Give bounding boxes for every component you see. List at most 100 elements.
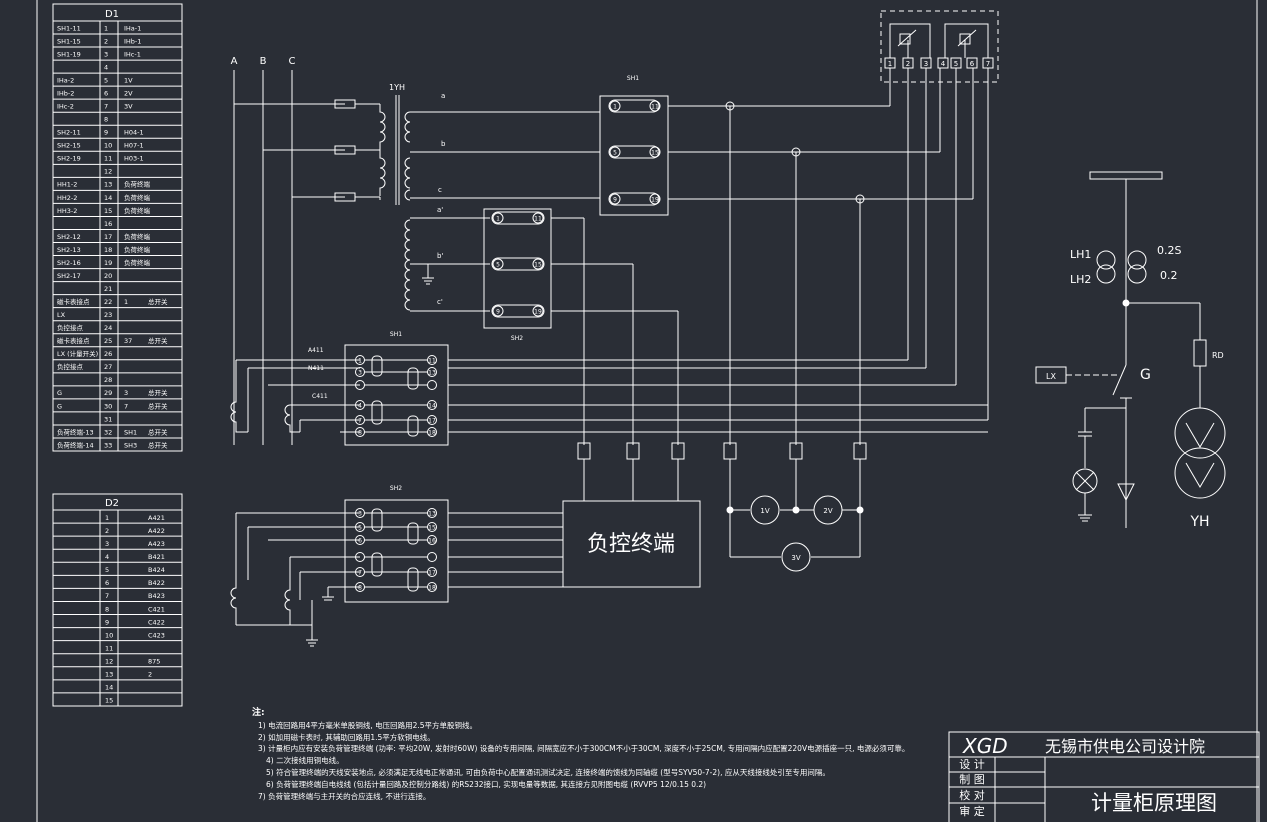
d2-table: [52, 493, 183, 707]
d1-cell-left: 负荷终端-14: [57, 440, 94, 449]
meter-pin-number: 1: [888, 60, 892, 68]
drawing-frame: [36, 0, 1258, 822]
phase-b-label: b: [441, 140, 446, 148]
d2-cell-num: 9: [105, 618, 109, 626]
d1-cell-left: SH1-19: [57, 50, 81, 58]
d1-cell-left: LX: [57, 311, 66, 319]
sh2-test-block: [483, 208, 679, 445]
d2-cell-num: 5: [105, 566, 109, 574]
meter-pin-number: 7: [986, 60, 990, 68]
d2-cell-value: A422: [148, 527, 165, 535]
d1-cell-left: SH2-11: [57, 129, 81, 137]
d1-cell-left: SH2-17: [57, 272, 81, 280]
note-line: 6) 负荷管理终端自电线线 (包括计量回路及控制分路线) 的RS232接口, 实…: [266, 779, 707, 789]
d2-cell-value: B424: [148, 566, 165, 574]
d1-cell-num: 20: [104, 272, 112, 280]
d1-cell-right: 3: [124, 389, 128, 397]
d1-cell-num: 15: [104, 207, 112, 215]
test-block-pin: 15: [651, 150, 659, 157]
d2-cell-num: 10: [105, 631, 113, 639]
d1-cell-num: 19: [104, 259, 112, 267]
note-line: 1) 电流回路用4平方毫米单股铜线, 电压回路用2.5平方单股铜线。: [258, 720, 478, 730]
sh1-test-block: [599, 95, 973, 216]
d1-cell-num: 26: [104, 350, 112, 358]
accuracy-1-label: 0.2S: [1157, 244, 1181, 257]
note-line: 2) 如加用磁卡表时, 其辅助回路用1.5平方软铜电线。: [258, 732, 435, 742]
d1-cell-num: 25: [104, 337, 112, 345]
bus-b-label: B: [260, 56, 267, 67]
title-block-role: 审 定: [959, 804, 985, 818]
test-block-pin: 5: [496, 262, 500, 269]
d1-cell-right: 7: [124, 402, 128, 410]
d2-title: D2: [105, 498, 119, 509]
d1-cell-left: SH2-19: [57, 155, 81, 163]
d1-cell-right: 负荷终端: [124, 206, 151, 215]
d1-cell-left: 磁卡表接点: [57, 336, 90, 345]
d1-cell-num: 32: [104, 428, 112, 436]
d2-cell-num: 3: [105, 540, 109, 548]
voltmeter-2-label: 2V: [823, 507, 832, 515]
d1-cell-extra: 总开关: [148, 401, 168, 410]
a411-label: A411: [308, 347, 324, 354]
d1-cell-left: 负荷终端-13: [57, 427, 94, 436]
test-block-pin: 11: [534, 216, 542, 223]
d1-cell-right: H03-1: [124, 155, 144, 163]
meter-pin-number: 5: [954, 60, 958, 68]
test-block-pin: 7: [358, 418, 362, 425]
energy-meter: [880, 10, 999, 420]
test-block-pin: 18: [428, 585, 436, 592]
note-line: 4) 二次接线用铜电线。: [266, 756, 344, 766]
note-line: 7) 负荷管理终端与主开关的合应连线, 不进行连接。: [258, 791, 431, 801]
d2-cell-num: 4: [105, 553, 109, 561]
sh1-top-label: SH1: [627, 75, 639, 82]
d1-cell-extra: 总开关: [148, 297, 168, 306]
d2-cell-value: C423: [148, 631, 165, 639]
d1-cell-num: 11: [104, 155, 112, 163]
yh-label: YH: [1189, 514, 1209, 530]
d2-cell-num: 7: [105, 592, 109, 600]
d1-cell-right: 37: [124, 337, 132, 345]
test-block-pin: 1: [496, 216, 500, 223]
test-block-pin: 3: [358, 370, 362, 377]
d1-cell-left: HH1-2: [57, 181, 77, 189]
test-block-pin: 7: [358, 570, 362, 577]
sh2-low-label: SH2: [390, 485, 402, 492]
test-block-pin: 1: [613, 104, 617, 111]
d1-cell-num: 30: [104, 402, 112, 410]
test-block-pin: 15: [534, 262, 542, 269]
n411-label: N411: [308, 365, 324, 372]
title-block: [948, 731, 1260, 822]
d2-cell-num: 15: [105, 697, 113, 705]
meter-pin-number: 4: [941, 60, 946, 68]
d1-cell-left: G: [57, 402, 62, 410]
drawing-title: 计量柜原理图: [1091, 791, 1217, 815]
voltage-taps: [577, 101, 867, 557]
title-block-role: 校 对: [959, 788, 985, 802]
d1-cell-left: SH2-13: [57, 246, 81, 254]
bus-a-label: A: [231, 56, 238, 67]
ct-secondary-lines: [448, 359, 988, 433]
d1-cell-left: 磁卡表接点: [57, 297, 90, 306]
d1-cell-num: 22: [104, 298, 112, 306]
d1-cell-right: 负荷终端: [124, 245, 151, 254]
sh1-low-label: SH1: [390, 331, 402, 338]
single-line-diagram: [1035, 171, 1226, 528]
d1-cell-left: IHb-2: [57, 90, 74, 98]
d1-cell-right: 负荷终端: [124, 258, 151, 267]
test-block-pin: 13: [428, 511, 436, 518]
sh2-ct-block: [236, 499, 563, 603]
d2-cell-value: A423: [148, 540, 165, 548]
d1-cell-right: 负荷终端: [124, 180, 151, 189]
g-label: G: [1140, 367, 1151, 383]
d1-cell-num: 18: [104, 246, 112, 254]
d1-cell-left: SH2-16: [57, 259, 81, 267]
phase-c-label: c: [438, 186, 442, 194]
d1-cell-left: HH2-2: [57, 194, 77, 202]
d1-cell-left: IHa-2: [57, 77, 74, 85]
test-block-pin: 14: [428, 403, 436, 410]
d1-cell-right: 2V: [124, 90, 133, 98]
d1-cell-right: 负荷终端: [124, 232, 151, 241]
d1-cell-num: 8: [104, 116, 108, 124]
d1-cell-num: 7: [104, 103, 108, 111]
d2-cell-num: 8: [105, 605, 109, 613]
